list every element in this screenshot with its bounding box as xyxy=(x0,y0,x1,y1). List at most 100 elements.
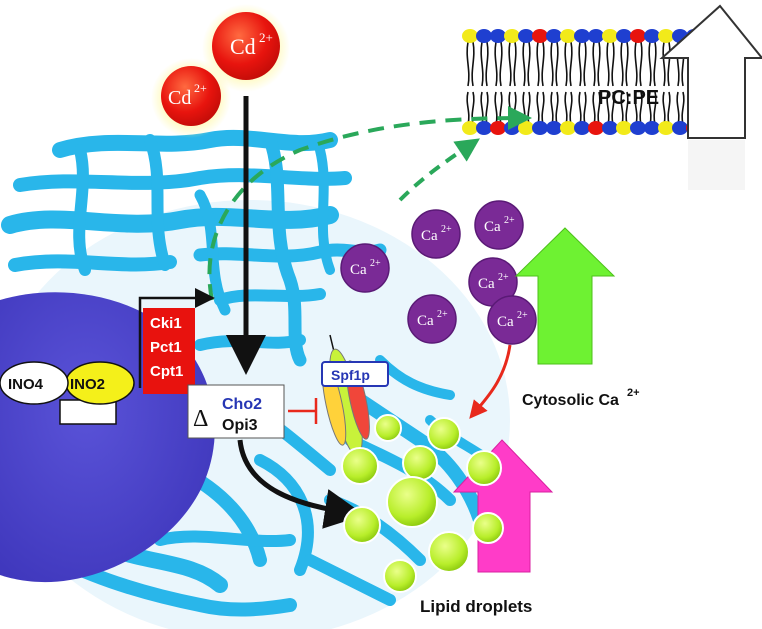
lipid-droplet xyxy=(386,476,438,528)
lipid-tail xyxy=(606,91,610,125)
lipid-tail xyxy=(578,91,582,125)
lipid-head xyxy=(602,29,618,43)
lipid-head xyxy=(588,121,604,135)
cki1-label: Cki1 xyxy=(150,315,182,332)
lipid-droplet xyxy=(428,531,470,573)
lipid-tail xyxy=(639,41,643,87)
lipid-head xyxy=(462,29,478,43)
ca-ion-symbol: Ca xyxy=(497,314,514,330)
lipid-tail xyxy=(485,91,489,125)
lipid-head xyxy=(560,121,576,135)
ca-to-membrane-arrow xyxy=(398,138,480,202)
lipid-droplet xyxy=(466,450,502,486)
lipid-tail xyxy=(611,41,615,87)
pcpe-label: PC:PE xyxy=(598,87,659,109)
lipid-tail xyxy=(480,91,484,125)
lipid-tail xyxy=(625,91,629,125)
lipid-tail xyxy=(494,41,498,87)
lipid-tail xyxy=(648,41,652,87)
lipid-droplet xyxy=(341,447,379,485)
lipid-droplet xyxy=(402,445,438,481)
lipid-tail xyxy=(513,41,517,87)
pct1-label: Pct1 xyxy=(150,339,182,356)
lipid-head xyxy=(518,29,534,43)
lipid-tail xyxy=(569,41,573,87)
lipid-head xyxy=(518,121,534,135)
ca-to-droplets-arrow xyxy=(469,344,512,419)
lipid-tail xyxy=(592,91,596,125)
lipid-tail xyxy=(611,91,615,125)
lipid-tail xyxy=(527,91,531,125)
lipid-tail xyxy=(494,91,498,125)
lipid-tail xyxy=(597,91,601,125)
lipid-tail xyxy=(550,41,554,87)
lipid-tail xyxy=(676,91,680,125)
cpt1-label: Cpt1 xyxy=(150,363,183,380)
ino2-label: INO2 xyxy=(70,376,105,393)
ca-ion-charge: 2+ xyxy=(370,258,381,269)
ca-ion-charge: 2+ xyxy=(504,215,515,226)
lipid-head xyxy=(658,121,674,135)
lipid-tail xyxy=(569,91,573,125)
lipid-tail xyxy=(564,41,568,87)
lipid-tail xyxy=(606,41,610,87)
opi3-label: Opi3 xyxy=(222,417,258,434)
lipid-tail xyxy=(583,91,587,125)
ino-activation-line xyxy=(138,288,215,388)
lipid-tail xyxy=(653,41,657,87)
lipid-head xyxy=(546,121,562,135)
lipid-tail xyxy=(555,41,559,87)
cd-ion-symbol: Cd xyxy=(230,34,256,59)
lipid-tail xyxy=(653,91,657,125)
lipid-tail xyxy=(536,91,540,125)
ca-ion-symbol: Ca xyxy=(350,262,367,278)
lipid-tail xyxy=(555,91,559,125)
lipid-tail xyxy=(667,41,671,87)
lipid-head xyxy=(462,121,478,135)
pem-pathway-box: Δ Cho2 Opi3 xyxy=(187,384,285,439)
lipid-head xyxy=(630,29,646,43)
ca-ion-symbol: Ca xyxy=(484,219,501,235)
lipid-tail xyxy=(597,41,601,87)
ca-ion-symbol: Ca xyxy=(478,276,495,292)
ca-ion-symbol: Ca xyxy=(417,313,434,329)
lipid-tail xyxy=(634,41,638,87)
lipid-tail xyxy=(527,41,531,87)
cd-ion-large: Cd 2+ xyxy=(202,4,290,92)
lipid-tail xyxy=(485,41,489,87)
lipid-head xyxy=(616,29,632,43)
lipid-tail xyxy=(541,91,545,125)
lipid-tail xyxy=(648,91,652,125)
lipid-head xyxy=(574,121,590,135)
ca-ion-charge: 2+ xyxy=(517,310,528,321)
spf1p-inhibition xyxy=(288,398,318,424)
lipid-tail xyxy=(662,41,666,87)
lipid-head xyxy=(532,29,548,43)
lipid-tail xyxy=(639,91,643,125)
lipid-tail xyxy=(536,41,540,87)
lipid-head xyxy=(476,121,492,135)
cd-ion-symbol: Cd xyxy=(168,87,191,109)
lipid-tail xyxy=(513,91,517,125)
cytosolic-ca-charge: 2+ xyxy=(627,387,640,399)
lipid-droplets xyxy=(341,414,504,593)
lipid-head xyxy=(672,121,688,135)
cd-ion-charge: 2+ xyxy=(259,30,273,45)
lipid-head xyxy=(504,121,520,135)
cd-ion-small: Cd 2+ xyxy=(151,58,231,138)
cho2-to-droplets-arrow xyxy=(237,439,365,529)
lipid-tail xyxy=(667,91,671,125)
lipid-tail xyxy=(620,91,624,125)
lipid-head xyxy=(602,121,618,135)
lipid-tail xyxy=(681,91,685,125)
lipid-droplet xyxy=(343,506,381,544)
lipid-tail xyxy=(499,41,503,87)
deletion-symbol: Δ xyxy=(193,406,208,432)
ca-ion-charge: 2+ xyxy=(437,309,448,320)
pcpe-up-arrow xyxy=(659,4,762,190)
spf1p-transporter: Spf1p xyxy=(321,334,389,469)
